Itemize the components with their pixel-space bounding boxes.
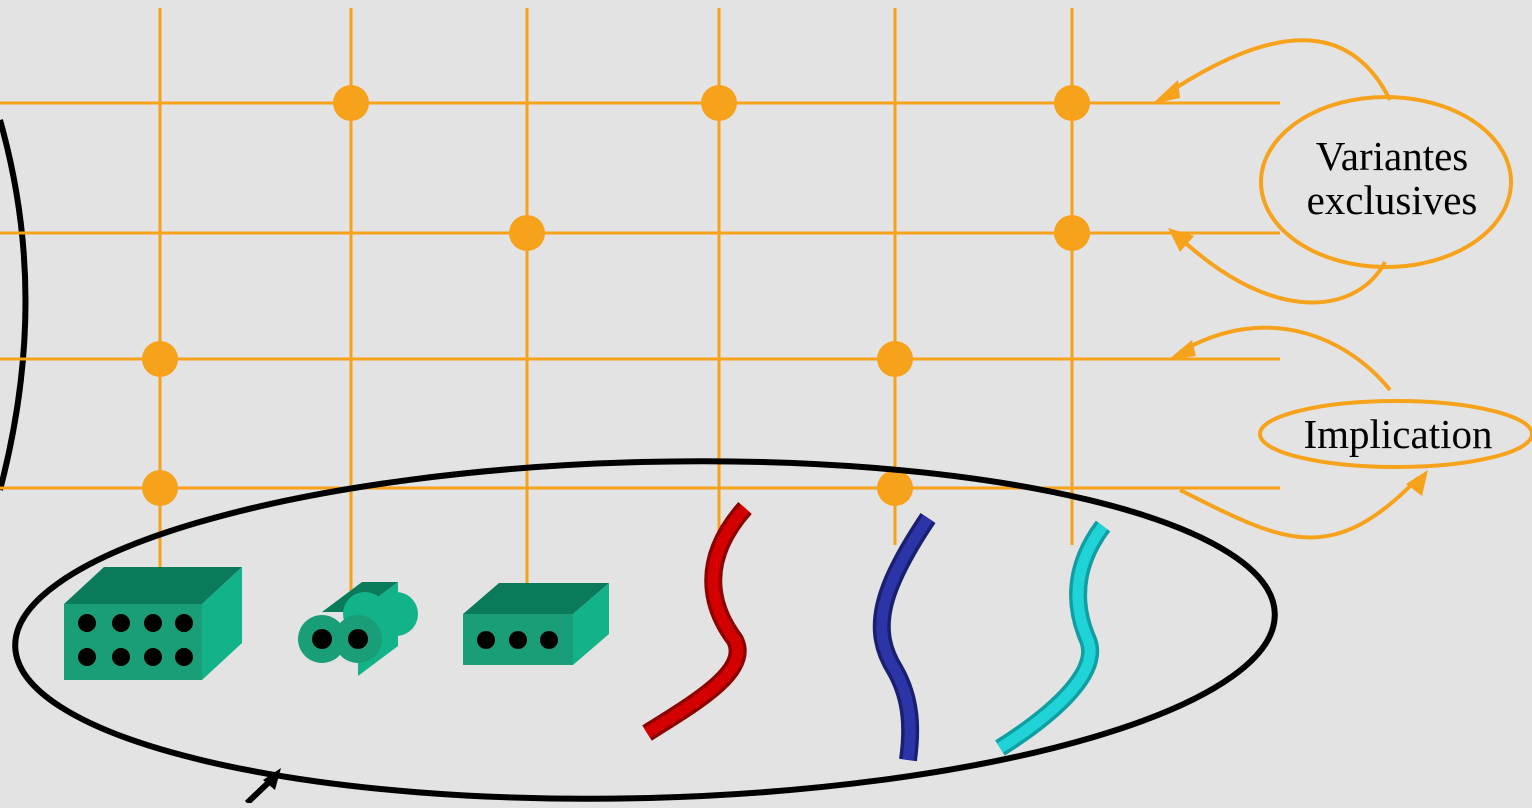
grid-node-2 [701, 85, 737, 121]
grid-node-9 [877, 470, 913, 506]
exclusive-arrow-bottom [1180, 238, 1385, 303]
grid-columns [160, 8, 1072, 620]
grid-node-7 [877, 341, 913, 377]
exclusive-arrow-top [1165, 40, 1390, 100]
cyan-wire [1000, 526, 1103, 748]
left-outline-arc [0, 120, 26, 490]
grid-rows [0, 103, 1280, 488]
grid-node-6 [142, 341, 178, 377]
grid-node-1 [333, 85, 369, 121]
grid-node-5 [1054, 215, 1090, 251]
grid-node-3 [1054, 85, 1090, 121]
implication-label: Implication [1303, 411, 1492, 457]
connector-3-holes [463, 583, 609, 665]
blue-wire [882, 518, 928, 760]
exclusive-variants-callout: Variantes exclusives [1152, 40, 1511, 302]
double-tube-connector [298, 582, 418, 676]
red-wire [647, 508, 745, 733]
exclusive-variants-label-line2: exclusives [1307, 177, 1478, 223]
grid-node-8 [142, 470, 178, 506]
connector-8-holes [64, 567, 242, 680]
grid-node-4 [509, 215, 545, 251]
exclusive-variants-label-line1: Variantes [1316, 133, 1469, 179]
grid-nodes [142, 85, 1090, 506]
